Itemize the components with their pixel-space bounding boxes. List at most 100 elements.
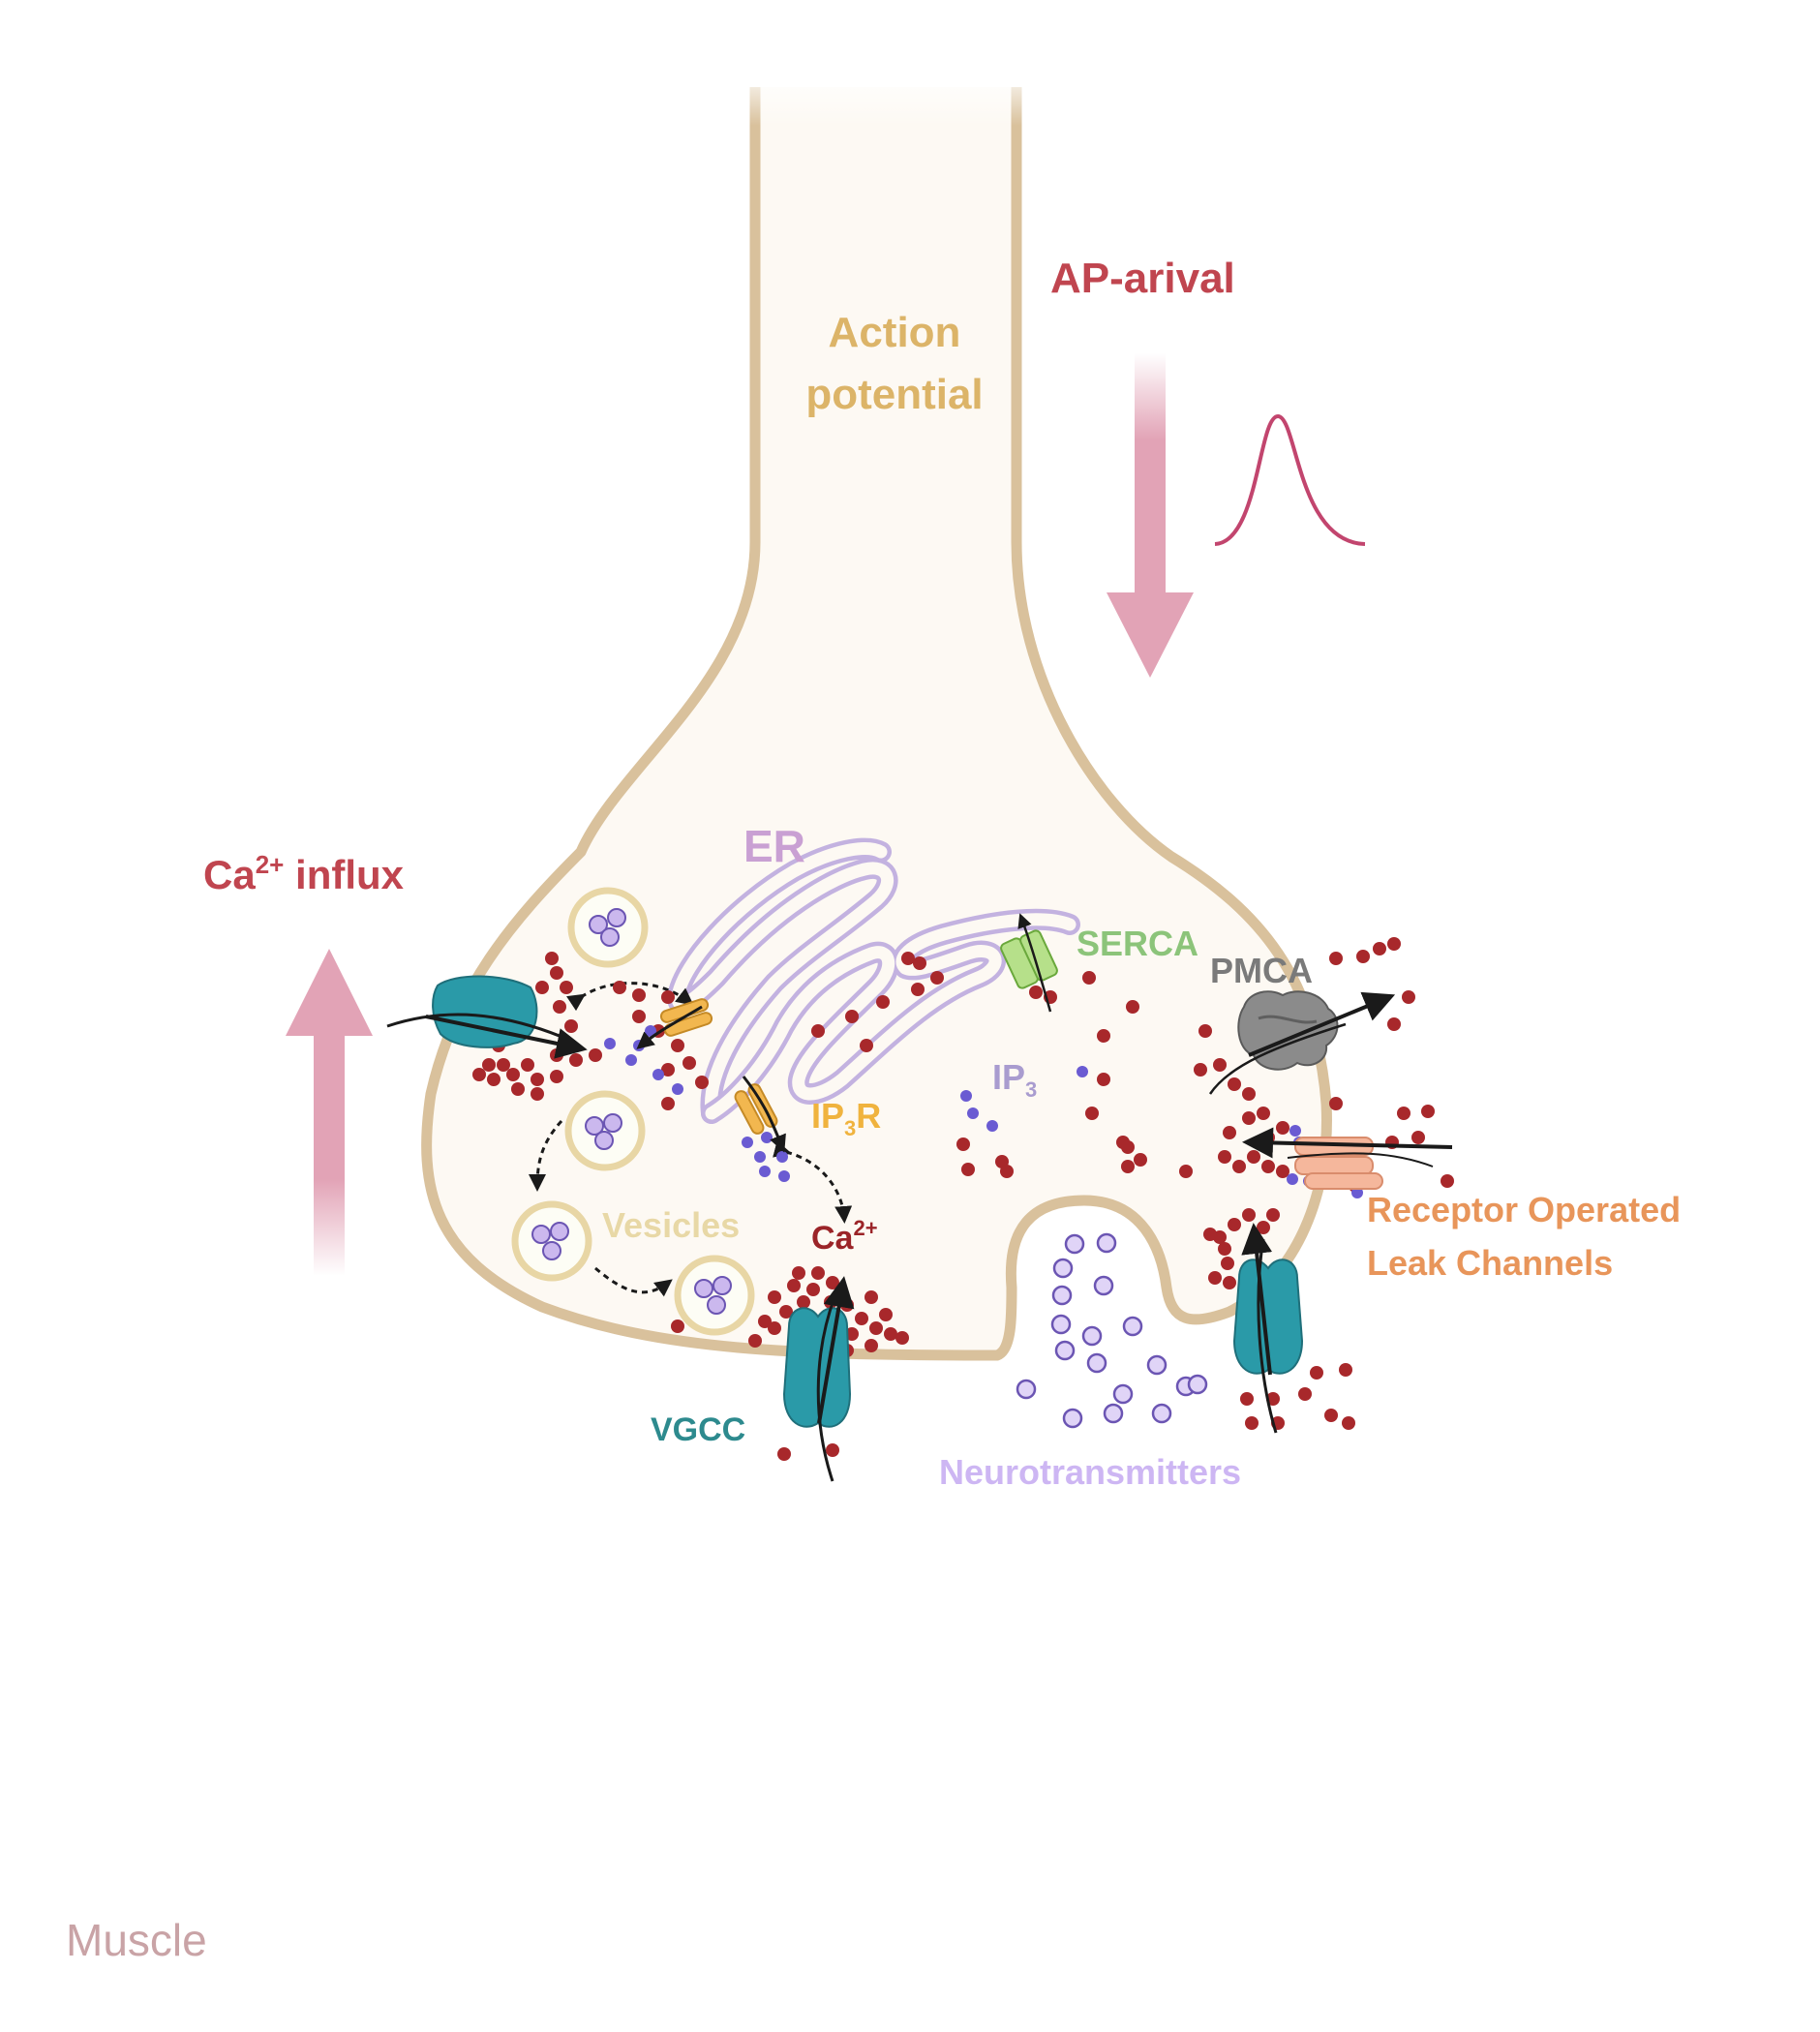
pmca-pump xyxy=(1208,990,1396,1095)
ip3-molecule xyxy=(759,1166,771,1177)
calcium-ion xyxy=(506,1068,520,1081)
ip3-receptor xyxy=(734,1076,786,1153)
calcium-ion xyxy=(864,1290,878,1304)
calcium-ion xyxy=(661,990,675,1004)
vgcc-channel-right xyxy=(1232,1223,1304,1434)
neurotransmitter xyxy=(1086,1352,1107,1374)
calcium-ion xyxy=(1329,1097,1343,1110)
vesicle xyxy=(564,1090,646,1171)
calcium-ion xyxy=(895,1331,909,1345)
receptor-operated-label-line2: Leak Channels xyxy=(1367,1243,1613,1283)
calcium-ion xyxy=(797,1295,810,1309)
calcium-ion xyxy=(550,1070,563,1083)
calcium-ion xyxy=(564,1019,578,1033)
pmca-label: PMCA xyxy=(1210,951,1313,990)
calcium-ion xyxy=(632,1010,646,1023)
calcium-ion xyxy=(482,1058,496,1072)
calcium-ion xyxy=(806,1283,820,1296)
neurotransmitter xyxy=(1096,1232,1117,1254)
ip3-label: IP3 xyxy=(992,1057,1037,1102)
calcium-ion xyxy=(864,1339,878,1352)
calcium-ion xyxy=(1329,952,1343,965)
calcium-ion xyxy=(787,1279,801,1292)
calcium-ion xyxy=(768,1321,781,1335)
ip3-molecule xyxy=(604,1038,616,1049)
calcium-ion xyxy=(1257,1221,1270,1234)
calcium-ion xyxy=(682,1056,696,1070)
calcium-ion xyxy=(1298,1387,1312,1401)
vgcc-channel-bottom xyxy=(782,1276,855,1482)
neurotransmitter xyxy=(1093,1275,1114,1296)
serca-label: SERCA xyxy=(1077,924,1198,963)
ip3-molecule xyxy=(742,1137,753,1148)
calcium-ion xyxy=(1097,1029,1110,1043)
neurotransmitter xyxy=(1050,1314,1072,1335)
ip3-molecule xyxy=(960,1090,972,1102)
calcium-ion xyxy=(1228,1077,1241,1091)
ip3r-label: IP3R xyxy=(811,1096,881,1140)
calcium-ion xyxy=(768,1290,781,1304)
calcium-ion xyxy=(1411,1131,1425,1144)
vgcc-channel-left xyxy=(386,975,588,1059)
er-label: ER xyxy=(743,821,805,871)
calcium-ion xyxy=(613,981,626,994)
calcium-ion xyxy=(961,1163,975,1176)
neurotransmitter xyxy=(1103,1403,1124,1424)
calcium-ion xyxy=(1203,1228,1217,1241)
calcium-ion xyxy=(1356,950,1370,963)
calcium-ion xyxy=(1029,986,1043,999)
calcium-ion xyxy=(1397,1107,1410,1120)
calcium-ion xyxy=(1242,1208,1256,1222)
calcium-ion xyxy=(855,1312,868,1325)
calcium-ion xyxy=(1223,1126,1236,1139)
calcium-ion xyxy=(1242,1087,1256,1101)
calcium-ion xyxy=(845,1327,859,1341)
calcium-ion xyxy=(589,1048,602,1062)
serca-pump xyxy=(1000,913,1058,1013)
neurotransmitter xyxy=(1054,1340,1076,1361)
calcium-ion xyxy=(1441,1174,1454,1188)
neurotransmitter xyxy=(1081,1325,1103,1347)
calcium-ion xyxy=(1208,1271,1222,1285)
neurotransmitter xyxy=(1052,1258,1074,1279)
neurotransmitter xyxy=(1146,1354,1168,1376)
ip3-molecule xyxy=(1289,1125,1301,1137)
calcium-ion xyxy=(569,1053,583,1067)
ip3-molecule xyxy=(1287,1173,1298,1185)
calcium-ion xyxy=(869,1321,883,1335)
calcium-ion xyxy=(956,1137,970,1151)
calcium-ion xyxy=(1223,1276,1236,1289)
calcium-ion xyxy=(913,956,926,970)
muscle-label: Muscle xyxy=(66,1915,207,1965)
calcium-ion xyxy=(1339,1363,1352,1377)
ip3-molecule xyxy=(672,1083,683,1095)
calcium-ion xyxy=(521,1058,534,1072)
calcium-ion xyxy=(826,1276,839,1289)
calcium-ion xyxy=(1218,1242,1231,1256)
calcium-ion xyxy=(550,1048,563,1062)
calcium-ion xyxy=(811,1024,825,1038)
calcium-ion xyxy=(1000,1165,1014,1178)
ap-arrival-label: AP-arival xyxy=(1050,255,1235,302)
calcium-ion xyxy=(1221,1257,1234,1270)
calcium-ion xyxy=(1121,1140,1135,1154)
receptor-operated-leak-channel xyxy=(1242,1127,1453,1190)
calcium-ion xyxy=(860,1039,873,1052)
calcium-ion xyxy=(1387,1017,1401,1031)
calcium-ion xyxy=(1097,1073,1110,1086)
vesicle xyxy=(511,1200,592,1282)
ip3-molecule xyxy=(776,1151,788,1163)
ip3-molecule xyxy=(778,1170,790,1182)
calcium-ion xyxy=(1134,1153,1147,1167)
neurotransmitter xyxy=(1064,1233,1085,1255)
calcium-ion xyxy=(901,952,915,965)
calcium-ion xyxy=(1126,1000,1139,1014)
calcium-ion xyxy=(550,966,563,980)
neurotransmitter xyxy=(1151,1403,1172,1424)
calcium-ion xyxy=(1082,971,1096,985)
calcium-ion xyxy=(1228,1218,1241,1231)
calcium-ion xyxy=(1276,1165,1289,1178)
calcium-ion xyxy=(1266,1208,1280,1222)
calcium-ion xyxy=(695,1076,709,1089)
